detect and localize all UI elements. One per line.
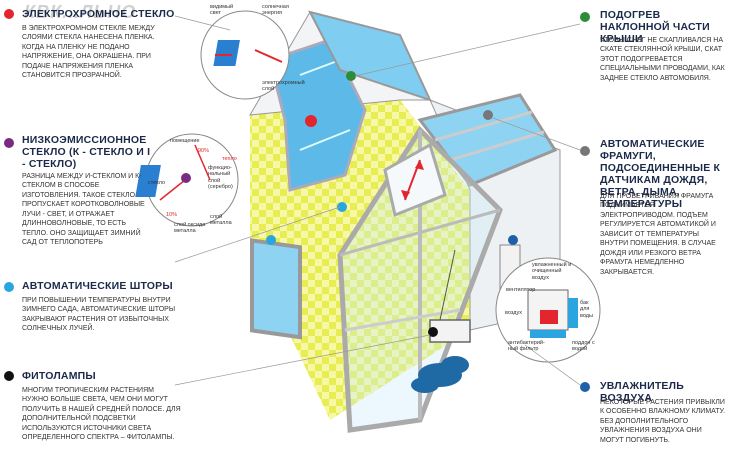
blinds-body: ПРИ ПОВЫШЕНИИ ТЕМПЕРАТУРЫ ВНУТРИ ЗИМНЕГО…	[22, 297, 176, 333]
dot-transoms	[580, 146, 590, 156]
callout-water-tank: бак для воды	[580, 300, 593, 319]
callout-premises: помещение	[170, 138, 200, 144]
callout-antibacterial: антибактерий-ный фильтр	[508, 340, 545, 353]
roof-glass	[308, 10, 432, 102]
callout-water-tray: поддон с водой	[572, 340, 595, 353]
transom	[383, 142, 447, 218]
electrochromic-detail-circle	[200, 10, 290, 100]
dot-roof-heating	[580, 12, 590, 22]
dot-phytolamps	[4, 371, 14, 381]
callout-heat: тепло	[222, 156, 237, 162]
dot-humidifier	[580, 382, 590, 392]
watermark: Квк...льно	[24, 2, 137, 22]
callout-metal-layer: слой металла	[210, 214, 232, 227]
callout-fan: вентилятор	[506, 287, 536, 293]
callout-visible-light: видимый свет	[210, 4, 234, 17]
transoms-body: ДЛЯ ПРОВЕТРИВАНИЯ ФРАМУГА ПОДНИМАЕТСЯ ЭЛ…	[600, 193, 716, 276]
marker-darkblue	[508, 235, 518, 245]
marker-purple	[181, 173, 191, 183]
callout-glass: стекло	[148, 180, 166, 186]
callout-metal-oxide: слой оксида металла	[174, 222, 206, 235]
marker-black	[428, 327, 438, 337]
electrochromic-title: ЭЛЕКТРОХРОМНОЕ СТЕКЛО	[22, 8, 175, 20]
callout-90: 90%	[198, 148, 210, 154]
transoms-title: АВТОМАТИЧЕСКИЕ ФРАМУГИ, ПОДСОЕДИНЕННЫЕ К…	[600, 138, 721, 211]
callout-electrochromic-layer: электрохромный слой	[262, 80, 305, 93]
callout-air: воздух	[505, 310, 522, 316]
marker-gray	[483, 110, 493, 120]
callout-functional-layer: функцио-нальный слой (серебро)	[208, 165, 233, 190]
plants	[411, 356, 469, 393]
dot-low-e	[4, 138, 14, 148]
phytolamps-body: МНОГИМ ТРОПИЧЕСКИМ РАСТЕНИЯМ НУЖНО БОЛЬШ…	[22, 387, 181, 442]
humidifier-body: НЕКОТОРЫЕ РАСТЕНИЯ ПРИВЫКЛИ К ОСОБЕННО В…	[600, 399, 726, 444]
callout-10: 10%	[166, 212, 178, 218]
callout-solar-energy: солнечная энергия	[262, 4, 289, 17]
low-e-title: НИЗКОЭМИССИОННОЕ СТЕКЛО (К - СТЕКЛО И І …	[22, 134, 151, 171]
roof-heating-body: ЧТОБЫ СНЕГ НЕ СКАПЛИВАЛСЯ НА СКАТЕ СТЕКЛ…	[600, 37, 725, 82]
marker-red	[305, 115, 317, 127]
callout-humid-air: увлажненный и очищенный воздух	[532, 262, 572, 281]
marker-green	[346, 71, 356, 81]
dot-electrochromic	[4, 9, 14, 19]
marker-blue-2	[266, 235, 276, 245]
humidifier-title: УВЛАЖНИТЕЛЬ ВОЗДУХА	[600, 380, 684, 405]
roof-heating-title: ПОДОГРЕВ НАКЛОННОЙ ЧАСТИ КРЫШИ	[600, 9, 710, 46]
marker-blue	[337, 202, 347, 212]
dot-blinds	[4, 282, 14, 292]
blinds-title: АВТОМАТИЧЕСКИЕ ШТОРЫ	[22, 280, 173, 292]
low-e-body: РАЗНИЦА МЕЖДУ И-СТЕКЛОМ И К-СТЕКЛОМ В СП…	[22, 173, 145, 247]
electrochromic-body: В ЭЛЕКТРОХРОМНОМ СТЕКЛЕ МЕЖДУ СЛОЯМИ СТЕ…	[22, 25, 155, 80]
low-e-window	[250, 238, 302, 340]
phytolamps-title: ФИТОЛАМПЫ	[22, 370, 96, 382]
